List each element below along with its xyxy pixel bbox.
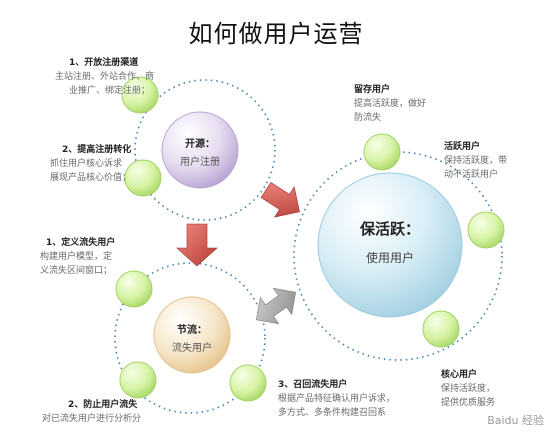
step-conversion: 2、提高注册转化 抓住用户核心诉求 展现产品核心价值； <box>50 143 150 185</box>
step-keep-users-head: 留存用户 <box>354 85 391 95</box>
node-active <box>467 211 505 249</box>
step-core-users-line-1: 保持活跃度， <box>441 384 496 394</box>
step-open-channels-head: 1、开放注册渠道 <box>69 58 139 68</box>
node-core <box>422 310 460 348</box>
step-define-churn-line-2: 义流失区间窗口； <box>40 266 113 276</box>
step-conversion-head: 2、提高注册转化 <box>62 145 132 155</box>
step-prevent-churn-line-1: 对已流失用户进行分析分 <box>42 414 142 424</box>
node-recall <box>229 364 267 402</box>
step-keep-users: 留存用户 提高活跃度，做好 防流失 <box>354 83 444 125</box>
step-core-users: 核心用户 保持活跃度， 提供优质服务 <box>441 368 531 410</box>
step-core-users-head: 核心用户 <box>441 370 478 380</box>
step-active-users: 活跃用户 保持活跃度，带 动不活跃用户 <box>444 140 534 182</box>
node-define <box>115 270 153 308</box>
step-open-channels-line-2: 业推广、绑定注册； <box>69 86 151 96</box>
node-s1 <box>121 76 159 114</box>
retain-hub-sub: 使用用户 <box>365 251 414 265</box>
node-keep <box>363 133 401 171</box>
step-define-churn: 1、定义流失用户 构建用户模型，定 义流失区间窗口； <box>40 236 140 278</box>
step-active-users-line-2: 动不活跃用户 <box>444 170 499 180</box>
churn-hub <box>153 296 231 374</box>
step-recall-churn: 3、召回流失用户 根据产品特征确认用户诉求， 多方式、多条件构建召回系 <box>278 378 418 420</box>
step-conversion-line-2: 展现产品核心价值； <box>50 173 132 183</box>
step-active-users-head: 活跃用户 <box>444 142 481 152</box>
step-recall-churn-line-1: 根据产品特征确认用户诉求， <box>278 394 396 404</box>
open-hub <box>161 111 239 189</box>
arrow-retain-churn <box>255 287 297 325</box>
step-core-users-line-2: 提供优质服务 <box>441 398 496 408</box>
arrow-open-to-retain <box>260 182 300 218</box>
step-conversion-line-1: 抓住用户核心诉求 <box>50 159 123 169</box>
open-hub-text: 开源： 用户注册 <box>166 135 234 168</box>
arrow-open-to-churn <box>176 223 218 267</box>
step-define-churn-line-1: 构建用户模型，定 <box>40 252 113 262</box>
step-keep-users-line-2: 防流失 <box>354 113 382 123</box>
churn-hub-text: 节流： 流失用户 <box>158 321 226 354</box>
step-open-channels: 1、开放注册渠道 主站注册、外站合作、商 业推广、绑定注册； <box>55 56 165 98</box>
step-open-channels-line-1: 主站注册、外站合作、商 <box>55 72 155 82</box>
churn-hub-sub: 流失用户 <box>172 343 212 354</box>
step-define-churn-head: 1、定义流失用户 <box>46 238 116 248</box>
page-title: 如何做用户运营 <box>188 20 364 48</box>
node-prevent <box>119 361 157 399</box>
open-ring <box>134 79 276 221</box>
step-prevent-churn: 2、防止用户流失 对已流失用户进行分析分 <box>42 398 162 426</box>
step-active-users-line-1: 保持活跃度，带 <box>444 156 508 166</box>
node-s2 <box>124 159 162 197</box>
step-recall-churn-line-2: 多方式、多条件构建召回系 <box>278 408 387 418</box>
churn-ring <box>114 262 266 414</box>
retain-hub-label: 保活跃： <box>359 220 420 238</box>
retain-hub-text: 保活跃： 使用用户 <box>330 218 450 266</box>
watermark: Baidu 经验 <box>487 414 544 427</box>
step-recall-churn-head: 3、召回流失用户 <box>278 380 348 390</box>
step-keep-users-line-1: 提高活跃度，做好 <box>354 99 427 109</box>
step-prevent-churn-head: 2、防止用户流失 <box>68 400 138 410</box>
open-hub-sub: 用户注册 <box>180 157 220 168</box>
open-hub-label: 开源： <box>185 139 215 150</box>
churn-hub-label: 节流： <box>177 325 207 336</box>
retain-hub <box>317 172 463 318</box>
